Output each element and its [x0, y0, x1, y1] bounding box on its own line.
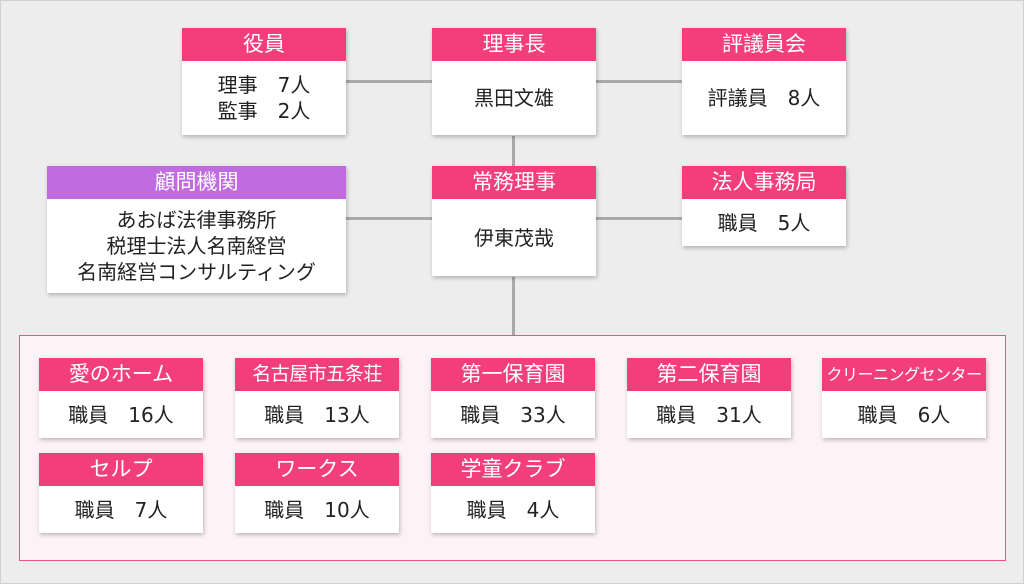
facility-header: 名古屋市五条荘 — [235, 358, 399, 391]
facility-box: クリーニングセンター 職員 6人 — [822, 358, 986, 438]
connector-advisors-managing — [346, 217, 432, 220]
facility-body: 職員 4人 — [431, 486, 595, 533]
councilors-count: 評議員 8人 — [707, 86, 821, 110]
connector-managing-facilities — [512, 277, 515, 335]
facility-box: 第一保育園 職員 33人 — [431, 358, 595, 438]
officers-header: 役員 — [182, 28, 346, 61]
facility-header: 愛のホーム — [39, 358, 203, 391]
facility-header: ワークス — [235, 453, 399, 486]
advisor-consulting: 名南経営コンサルティング — [77, 260, 316, 284]
facility-header: 第一保育園 — [431, 358, 595, 391]
advisors-header: 顧問機関 — [47, 166, 346, 199]
facility-box: 第二保育園 職員 31人 — [627, 358, 791, 438]
facility-body: 職員 31人 — [627, 391, 791, 438]
facility-header: 学童クラブ — [431, 453, 595, 486]
facility-body: 職員 33人 — [431, 391, 595, 438]
secretariat-body: 職員 5人 — [682, 199, 846, 246]
facility-body: 職員 6人 — [822, 391, 986, 438]
advisor-law-firm: あおば法律事務所 — [116, 208, 277, 232]
facility-body: 職員 7人 — [39, 486, 203, 533]
chairman-header: 理事長 — [432, 28, 596, 61]
managing-director-header: 常務理事 — [432, 166, 596, 199]
facility-staff: 職員 33人 — [460, 402, 566, 427]
facility-header: クリーニングセンター — [822, 358, 986, 391]
facility-body: 職員 13人 — [235, 391, 399, 438]
facility-staff: 職員 6人 — [857, 402, 951, 427]
facility-staff: 職員 4人 — [466, 497, 560, 522]
councilors-box: 評議員会 評議員 8人 — [682, 28, 846, 135]
facility-box: ワークス 職員 10人 — [235, 453, 399, 533]
officers-auditors: 監事 2人 — [217, 99, 311, 123]
advisor-tax-firm: 税理士法人名南経営 — [106, 234, 287, 258]
managing-director-box: 常務理事 伊東茂哉 — [432, 166, 596, 276]
facility-staff: 職員 10人 — [264, 497, 370, 522]
facility-box: 学童クラブ 職員 4人 — [431, 453, 595, 533]
secretariat-staff: 職員 5人 — [717, 210, 811, 235]
officers-directors: 理事 7人 — [217, 73, 311, 97]
facility-staff: 職員 7人 — [74, 497, 168, 522]
facility-box: 名古屋市五条荘 職員 13人 — [235, 358, 399, 438]
officers-box: 役員 理事 7人 監事 2人 — [182, 28, 346, 135]
advisors-box: 顧問機関 あおば法律事務所 税理士法人名南経営 名南経営コンサルティング — [47, 166, 346, 293]
connector-chairman-councilors — [596, 80, 682, 83]
managing-director-name: 伊東茂哉 — [474, 225, 554, 250]
officers-body: 理事 7人 監事 2人 — [182, 61, 346, 135]
facility-box: セルプ 職員 7人 — [39, 453, 203, 533]
councilors-body: 評議員 8人 — [682, 61, 846, 135]
connector-managing-secretariat — [596, 217, 682, 220]
facility-body: 職員 10人 — [235, 486, 399, 533]
councilors-header: 評議員会 — [682, 28, 846, 61]
facility-box: 愛のホーム 職員 16人 — [39, 358, 203, 438]
advisors-body: あおば法律事務所 税理士法人名南経営 名南経営コンサルティング — [47, 199, 346, 293]
secretariat-box: 法人事務局 職員 5人 — [682, 166, 846, 246]
facility-body: 職員 16人 — [39, 391, 203, 438]
managing-director-body: 伊東茂哉 — [432, 199, 596, 276]
facility-header: 第二保育園 — [627, 358, 791, 391]
secretariat-header: 法人事務局 — [682, 166, 846, 199]
facility-staff: 職員 31人 — [656, 402, 762, 427]
facility-staff: 職員 13人 — [264, 402, 370, 427]
facility-staff: 職員 16人 — [68, 402, 174, 427]
chairman-name: 黒田文雄 — [474, 86, 554, 110]
facility-header: セルプ — [39, 453, 203, 486]
connector-chairman-managing — [512, 136, 515, 166]
connector-officers-chairman — [346, 80, 432, 83]
chairman-body: 黒田文雄 — [432, 61, 596, 135]
chairman-box: 理事長 黒田文雄 — [432, 28, 596, 135]
